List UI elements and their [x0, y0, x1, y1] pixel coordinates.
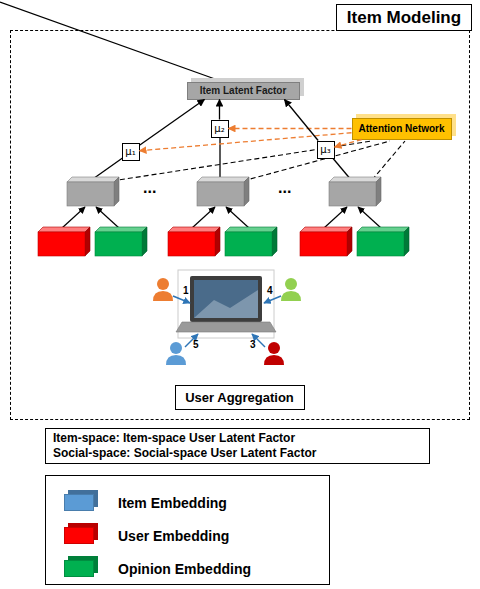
legend-swatch — [64, 494, 94, 511]
interaction-arrow — [173, 296, 190, 303]
attention-arrow — [229, 128, 352, 129]
concat-line — [324, 207, 347, 228]
aggregation-label-box: User Aggregation — [175, 385, 305, 410]
user-icon — [281, 278, 301, 301]
legend-swatch — [64, 527, 94, 544]
weighted-sum-arrow — [219, 100, 220, 120]
latent-factor-box: Item Latent Factor — [187, 82, 300, 100]
attention-arrow — [335, 140, 362, 148]
concat-line — [226, 207, 249, 228]
opinion-embedding-box — [95, 227, 147, 256]
attention-network-box: Attention Network — [352, 118, 452, 140]
user-icon — [166, 342, 186, 365]
attention-weight-box: μ₁ — [122, 143, 140, 161]
laptop-lid — [190, 276, 262, 322]
user-body — [264, 355, 284, 365]
interaction-arrow — [264, 296, 281, 303]
notation-text: Social-space: Social-space User Latent F… — [53, 446, 316, 461]
box-label: Attention Network — [358, 123, 444, 134]
callout-number: 1 — [183, 286, 189, 296]
user-embedding-box — [300, 227, 352, 256]
user-embedding-box — [168, 227, 220, 256]
heading-box: Item Modeling — [336, 4, 472, 31]
legend-entry: User Embedding — [46, 525, 326, 545]
notation-text: Item-space: Item-space User Latent Facto… — [53, 431, 295, 446]
item-modeling-region: Item ModelingItem Latent Factorμ₁μ₂μ₃Att… — [10, 30, 470, 420]
concat-line — [96, 207, 119, 228]
callout-number: 5 — [193, 340, 199, 350]
legend-text: Item Embedding — [118, 494, 227, 512]
concat-line — [62, 207, 85, 228]
user-icon — [264, 342, 284, 365]
legend-entry: Opinion Embedding — [46, 558, 326, 578]
user-body — [153, 291, 173, 301]
user-body — [166, 355, 186, 365]
attention-input-line — [112, 141, 372, 181]
box-label: User Aggregation — [185, 390, 294, 405]
concat-line — [192, 207, 215, 228]
legend-text: Opinion Embedding — [118, 560, 251, 578]
user-head — [157, 278, 169, 290]
callout-number: 4 — [267, 286, 273, 296]
user-icon — [153, 278, 173, 301]
attention-weight-box: μ₃ — [317, 141, 335, 159]
attention-input-line — [372, 141, 405, 180]
laptop-screen — [194, 280, 258, 318]
ellipsis: ... — [278, 180, 291, 196]
user-embedding-box — [38, 227, 90, 256]
combined-vector-box — [67, 177, 119, 206]
legend-box: Item EmbeddingUser EmbeddingOpinion Embe… — [45, 475, 330, 585]
box-label: Item Latent Factor — [200, 85, 287, 96]
concat-line — [358, 207, 381, 228]
weight-label: μ₃ — [320, 144, 330, 155]
opinion-embedding-box — [225, 227, 277, 256]
attention-weight-box: μ₂ — [211, 120, 229, 138]
user-head — [268, 342, 280, 354]
legend-entry: Item Embedding — [46, 492, 326, 512]
weight-label: μ₁ — [125, 146, 135, 157]
weight-label: μ₂ — [214, 123, 224, 134]
ellipsis: ... — [143, 180, 156, 196]
user-head — [170, 342, 182, 354]
attention-arrow — [140, 133, 352, 151]
combined-vector-box — [329, 177, 381, 206]
weighted-sum-arrow — [140, 100, 205, 146]
notation-box: Item-space: Item-space User Latent Facto… — [45, 428, 430, 464]
user-head — [285, 278, 297, 290]
opinion-embedding-box — [357, 227, 409, 256]
weighted-sum-arrow — [284, 100, 318, 141]
laptop-base — [176, 322, 276, 332]
user-body — [281, 291, 301, 301]
leader-line — [0, 2, 215, 79]
attention-input-line — [243, 141, 390, 181]
legend-text: User Embedding — [118, 527, 229, 545]
screen-image — [194, 290, 258, 318]
callout-number: 3 — [250, 340, 256, 350]
legend-swatch — [64, 560, 94, 577]
combined-vector-box — [197, 177, 249, 206]
